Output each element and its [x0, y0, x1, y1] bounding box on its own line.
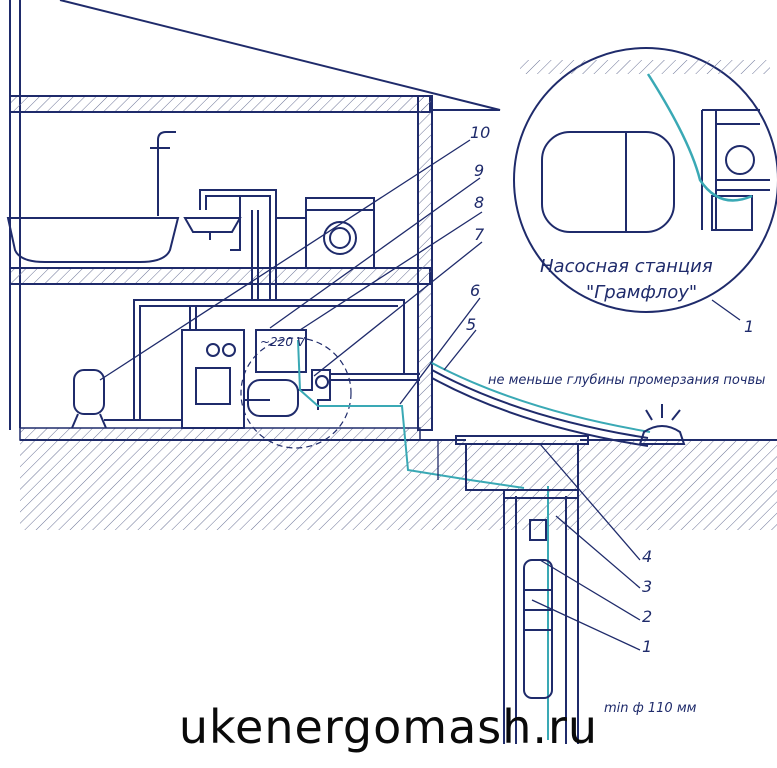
- callout-4: 4: [642, 547, 652, 566]
- house: [9, 0, 501, 431]
- boiler: [181, 329, 307, 429]
- inset-detail: [513, 47, 777, 313]
- well-casing: [503, 489, 579, 744]
- watermark: ukenergomash.ru: [178, 700, 599, 754]
- inset-caption-brand: "Грамфлоу": [586, 282, 697, 303]
- callout-5: 5: [466, 315, 476, 334]
- washing-machine: [305, 197, 375, 269]
- callout-6: 6: [470, 281, 480, 300]
- callout-10: 10: [470, 123, 490, 142]
- voltage-label: ~220 V: [260, 335, 306, 349]
- callout-3: 3: [642, 577, 652, 596]
- upper-piping: [199, 189, 306, 300]
- well-diameter-note: min ф 110 мм: [604, 701, 697, 716]
- inset-caption-title: Насосная станция: [540, 256, 713, 277]
- callout-8: 8: [474, 193, 484, 212]
- ground: [19, 427, 777, 530]
- callout-2: 2: [642, 607, 652, 626]
- inset-callout-1: 1: [744, 317, 754, 336]
- pump-detail-circle: [240, 337, 352, 449]
- callout-leaders: [99, 139, 741, 651]
- callout-7: 7: [474, 225, 485, 244]
- callout-9: 9: [474, 161, 484, 180]
- bathtub: [6, 131, 180, 263]
- frost-note: не меньше глубины промерзания почвы: [488, 373, 765, 388]
- sink: [183, 217, 242, 240]
- submersible-pump: [523, 519, 553, 699]
- lower-piping: [104, 299, 420, 421]
- sprinkler-line: [431, 369, 686, 447]
- water-line: [297, 339, 651, 740]
- callout-1: 1: [642, 637, 652, 656]
- expansion-tank: [71, 369, 107, 429]
- pump-station: [247, 369, 331, 417]
